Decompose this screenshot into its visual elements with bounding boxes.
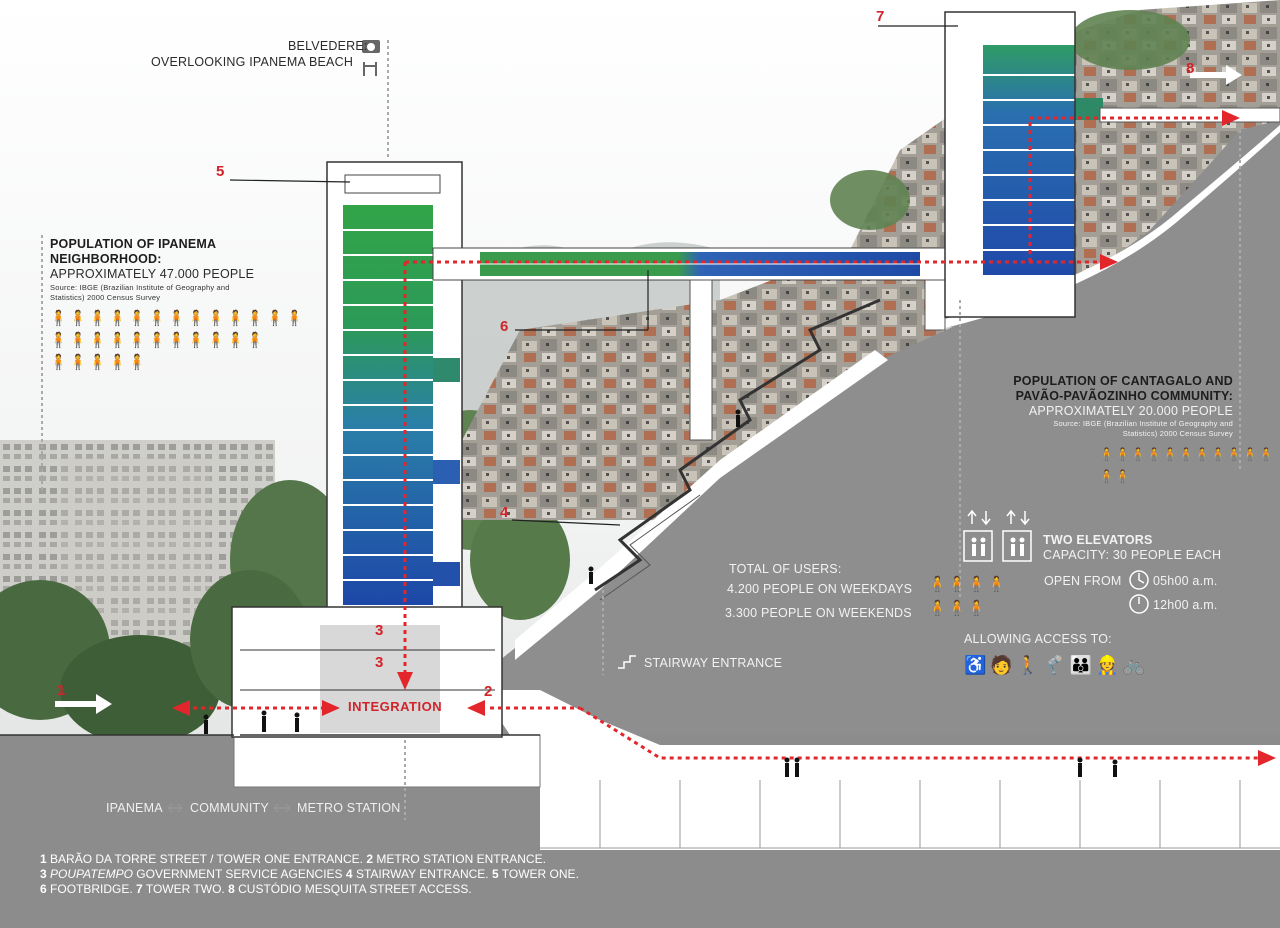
person-icon: 🧍 [186,332,207,349]
legend-line-1: 1 BARÃO DA TORRE STREET / TOWER ONE ENTR… [40,852,546,866]
legend-line-3: 6 FOOTBRIDGE. 7 TOWER TWO. 8 CUSTÓDIO ME… [40,882,472,896]
person-icon: 🧍 [1210,447,1227,461]
marker-8: 8 [1186,60,1195,77]
marker-4: 4 [500,504,509,521]
clock-icon [1129,570,1149,614]
person-icon: 🧍 [967,600,988,617]
person-icon: 🧍 [928,576,948,593]
person-icon: 🧍 [226,332,246,349]
integration-label: INTEGRATION [348,699,443,714]
person-icon: 🧍 [947,576,968,593]
belvedere-subtitle: OVERLOOKING IPANEMA BEACH [151,55,354,69]
person-icon: 🧍 [206,310,227,327]
marker-3a: 3 [375,622,384,639]
route-community: COMMUNITY [190,801,269,815]
person-icon: 🧍 [127,354,148,371]
marker-1: 1 [57,682,66,699]
weekend-people-icons: 🧍🧍🧍 [928,598,987,620]
person-icon: 🧍 [147,310,168,327]
elevators-access: ALLOWING ACCESS TO: [964,632,1112,646]
person-icon: 🧍 [88,354,109,371]
person-icon: 🧍 [1099,447,1115,461]
marker-2: 2 [484,683,493,700]
binoculars-icon [363,62,377,76]
elevators-capacity: CAPACITY: 30 PEOPLE EACH [1043,548,1222,562]
person-icon: 🧍 [1114,469,1131,483]
route-ipanema: IPANEMA [106,801,163,815]
person-icon: 🧍 [1178,447,1195,461]
person-icon: 🧍 [49,310,69,327]
person-icon: 🧍 [1194,447,1211,461]
person-icon: 🧍 [1099,469,1115,483]
community-people-icons: 🧍🧍🧍🧍🧍🧍🧍🧍🧍🧍🧍🧍🧍 [1099,443,1280,487]
users-title: TOTAL OF USERS: [729,562,842,576]
person-icon: 🧍 [1146,447,1163,461]
person-icon: 🧍 [987,576,1007,593]
person-icon: 🧍 [88,332,109,349]
person-icon: 🧍 [108,332,128,349]
person-icon: 🧍 [147,332,168,349]
users-weekdays: 4.200 PEOPLE ON WEEKDAYS [727,582,913,596]
person-icon: 🧍 [88,310,109,327]
person-icon: 🧍 [265,310,286,327]
access-icons: ♿🧑🚶🦿👪👷🚲 [964,655,1149,675]
legend: 1 BARÃO DA TORRE STREET / TOWER ONE ENTR… [40,852,760,897]
marker-3b: 3 [375,654,384,671]
person-icon: 🧍 [167,332,187,349]
person-icon: 🧍 [226,310,246,327]
person-icon: 🧍 [1162,447,1179,461]
person-icon: 🧍 [1226,447,1243,461]
belvedere-title: BELVEDERE: [288,39,368,53]
person-icon: 🧍 [947,600,968,617]
person-icon: 🧍 [1114,447,1131,461]
route-metro: METRO STATION [297,801,401,815]
legend-line-2: 3 POUPATEMPO GOVERNMENT SERVICE AGENCIES… [40,867,579,881]
person-icon: 🧍 [127,310,148,327]
person-icon: 🧍 [1258,447,1275,461]
person-icon: 🧍 [928,600,948,617]
person-icon: 🧍 [245,332,266,349]
person-icon: 🧍 [68,310,89,327]
weekday-people-icons: 🧍🧍🧍🧍 [928,574,1007,596]
camera-icon [362,40,380,53]
stair-icon [618,655,636,669]
elevators-open-from: OPEN FROM [1044,574,1122,588]
person-icon: 🧍 [285,310,305,327]
marker-5: 5 [216,163,225,180]
person-icon: 🧍 [127,332,148,349]
marker-7: 7 [876,8,885,25]
elevators-title: TWO ELEVATORS [1043,533,1153,547]
marker-6: 6 [500,318,509,335]
elevators-time-2: 12h00 a.m. [1153,598,1218,612]
person-icon: 🧍 [49,354,69,371]
stairway-entrance-label: STAIRWAY ENTRANCE [644,656,783,670]
users-weekends: 3.300 PEOPLE ON WEEKENDS [725,606,912,620]
person-icon: 🧍 [68,354,89,371]
ipanema-population: POPULATION OF IPANEMA NEIGHBORHOOD: APPR… [50,237,255,302]
person-icon: 🧍 [49,332,69,349]
person-icon: 🧍 [167,310,187,327]
person-icon: 🧍 [186,310,207,327]
ipanema-people-icons: 🧍🧍🧍🧍🧍🧍🧍🧍🧍🧍🧍🧍🧍🧍🧍🧍🧍🧍🧍🧍🧍🧍🧍🧍🧍🧍🧍🧍🧍 [49,308,305,374]
person-icon: 🧍 [245,310,266,327]
person-icon: 🧍 [108,310,128,327]
person-icon: 🧍 [206,332,227,349]
person-icon: 🧍 [1130,447,1147,461]
person-icon: 🧍 [967,576,988,593]
elevators-time-1: 05h00 a.m. [1153,574,1218,588]
elevator-icon [963,509,1032,562]
person-icon: 🧍 [108,354,128,371]
community-population: POPULATION OF CANTAGALO AND PAVÃO-PAVÃOZ… [1013,374,1233,438]
person-icon: 🧍 [68,332,89,349]
person-icon: 🧍 [1242,447,1259,461]
